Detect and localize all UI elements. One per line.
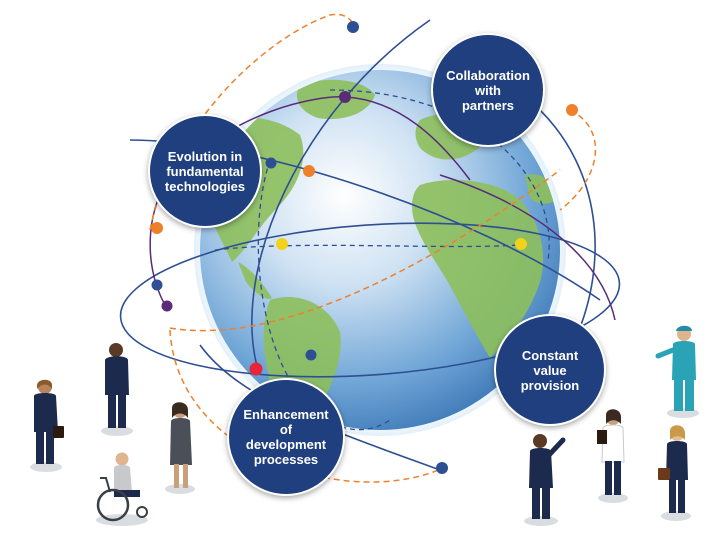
orbit-purple-right xyxy=(439,174,616,321)
dot-navy xyxy=(305,349,317,361)
orbit-orange-right xyxy=(559,109,597,211)
people-left xyxy=(30,343,195,526)
orbit-dashed-3 xyxy=(214,244,521,251)
dot-navy xyxy=(265,157,277,169)
orbit-orange-bottom xyxy=(169,329,443,483)
node-label: Enhancement of development processes xyxy=(243,407,329,467)
dot-navy xyxy=(347,21,359,33)
dot-red xyxy=(249,362,263,376)
dot-yellow xyxy=(276,238,288,250)
node-constant-value-provision: Constant value provision xyxy=(494,314,606,426)
dot-navy xyxy=(151,279,163,291)
node-collaboration-with-partners: Collaboration with partners xyxy=(431,33,545,147)
person-icon xyxy=(30,379,64,472)
node-label: Collaboration with partners xyxy=(446,67,530,113)
orbit-right xyxy=(539,109,596,341)
person-icon xyxy=(101,343,133,436)
dot-purple xyxy=(161,300,173,312)
dot-orange xyxy=(151,222,163,234)
dot-orange xyxy=(566,104,578,116)
person-icon xyxy=(655,325,699,418)
person-icon xyxy=(597,409,628,503)
orbit-wide xyxy=(119,222,621,378)
dot-purple xyxy=(339,91,351,103)
person-icon xyxy=(524,434,566,526)
node-enhancement-of-development-processes: Enhancement of development processes xyxy=(227,378,345,496)
people-right xyxy=(524,325,699,526)
orbit-orange-diagonal xyxy=(169,169,561,332)
orbit-orange-top xyxy=(149,13,356,231)
wheelchair-user-icon xyxy=(96,452,148,526)
node-label: Evolution in fundamental technologies xyxy=(164,148,246,194)
dot-yellow xyxy=(515,238,527,250)
dot-orange xyxy=(303,165,315,177)
node-evolution-in-fundamental-technologies: Evolution in fundamental technologies xyxy=(148,114,262,228)
person-icon xyxy=(165,402,195,494)
node-dots xyxy=(151,21,578,474)
dot-navy xyxy=(436,462,448,474)
person-icon xyxy=(658,425,691,521)
orange-orbits xyxy=(149,13,597,483)
node-label: Constant value provision xyxy=(520,347,580,393)
orbit-dashed-1 xyxy=(257,159,391,431)
